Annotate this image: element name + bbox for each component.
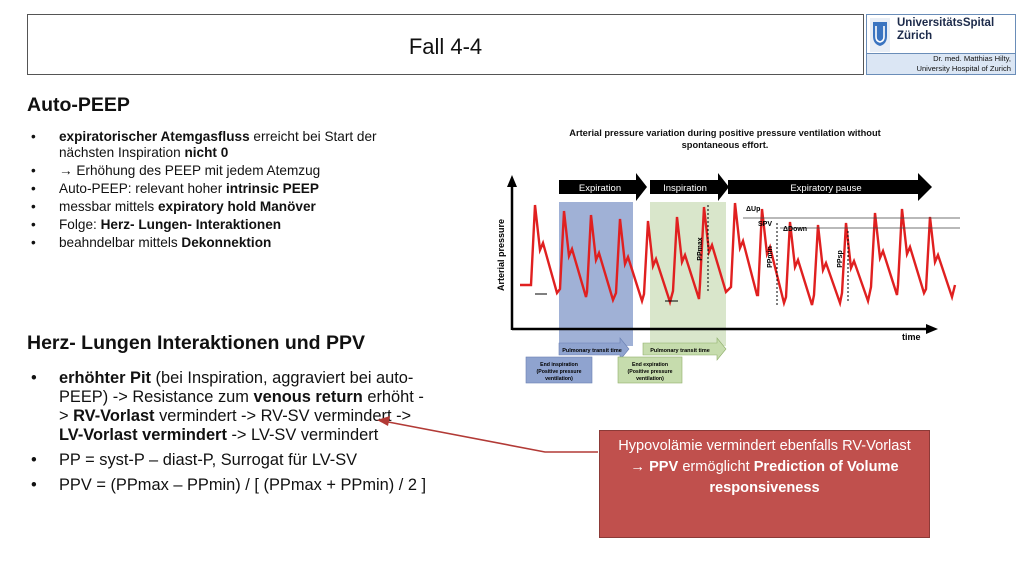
text: Auto-PEEP: relevant hoher: [59, 181, 226, 196]
ppmax-label: PPmax: [697, 237, 704, 260]
arterial-pressure-wave: [520, 202, 957, 308]
bullet-item: Folge: Herz- Lungen- Interaktionen: [27, 217, 427, 233]
y-axis-label: Arterial pressure: [496, 219, 506, 291]
figure-title: Arterial pressure variation during posit…: [490, 127, 960, 151]
y-axis-arrow-icon: [507, 175, 517, 187]
expiratory-pause-arrow: [728, 173, 932, 201]
ppsp-label: PPsp: [837, 250, 844, 268]
slide-header-box: Fall 4-4: [27, 14, 864, 75]
callout-ppv: PPV: [649, 459, 679, 475]
end-expiration-box: [617, 356, 683, 384]
inspiration-label: Inspiration: [663, 183, 707, 194]
text: PPV = (PPmax – PPmin) / [ (PPmax + PPmin…: [59, 476, 427, 494]
bullet-item: PP = syst-P – diast-P, Surrogat für LV-S…: [27, 451, 427, 470]
logo-name-line1: UniversitätsSpital: [897, 17, 995, 29]
text: vermindert -> RV-SV vermindert ->: [154, 407, 412, 425]
slide-title: Fall 4-4: [408, 34, 483, 59]
footer-author: Dr. med. Matthias Hilty,: [933, 54, 1011, 63]
figure-svg: Arterial pressure time Expiration Inspir…: [496, 173, 960, 384]
expiration-band: [559, 202, 633, 346]
figure-title-line1: Arterial pressure variation during posit…: [569, 128, 881, 138]
expiratory-pause-label: Expiratory pause: [790, 183, 861, 194]
end-expiration-line2: (Positive pressure: [628, 369, 673, 375]
callout-mid: ermöglicht: [678, 459, 754, 475]
text: → Erhöhung des PEEP mit jedem Atemzug: [59, 163, 321, 178]
transit-label-1: Pulmonary transit time: [562, 348, 622, 354]
end-inspiration-box: [525, 356, 593, 384]
heading-auto-peep: Auto-PEEP: [27, 94, 130, 116]
callout-arrow-text: →: [630, 459, 650, 475]
logo-name-line2: Zürich: [897, 30, 933, 42]
end-expiration-line3: ventilation): [636, 376, 664, 382]
text: (bei Inspiration, aggraviert bei auto-PE…: [59, 369, 414, 406]
callout-prediction: Prediction of Volume responsiveness: [709, 459, 899, 496]
arterial-pressure-figure: Arterial pressure variation during posit…: [490, 125, 960, 390]
bullet-item: PPV = (PPmax – PPmin) / [ (PPmax + PPmin…: [27, 476, 427, 495]
inspiration-band: [650, 202, 726, 346]
bold-text: expiratorischer Atemgasfluss: [59, 129, 250, 144]
usz-shield-icon: [870, 18, 890, 52]
figure-title-line2: spontaneous effort.: [681, 140, 769, 150]
text: erreicht bei Start der nächsten Inspirat…: [59, 129, 377, 160]
bold-text: LV-Vorlast vermindert: [59, 426, 227, 444]
text: PP = syst-P – diast-P, Surrogat für LV-S…: [59, 451, 358, 469]
bold-text: expiratory hold Manöver: [157, 199, 316, 214]
text: -> LV-SV vermindert: [226, 426, 379, 444]
inspiration-arrow: [650, 173, 729, 201]
bold-text: erhöhter Pit: [59, 369, 151, 387]
x-axis-label: time: [902, 332, 921, 342]
bullet-item: beahndelbar mittels Dekonnektion: [27, 235, 427, 251]
bold-text: Dekonnektion: [181, 235, 272, 250]
text: messbar mittels: [59, 199, 158, 214]
bold-text: nicht 0: [184, 145, 229, 160]
bullet-item: erhöhter Pit (bei Inspiration, aggravier…: [27, 369, 427, 445]
bold-text: intrinsic PEEP: [226, 181, 319, 196]
expiration-label: Expiration: [579, 183, 621, 194]
spv-label: SPV: [758, 221, 772, 228]
end-inspiration-line2: (Positive pressure: [537, 369, 582, 375]
text: beahndelbar mittels: [59, 235, 182, 250]
transit-label-2: Pulmonary transit time: [650, 348, 710, 354]
footer-institution: University Hospital of Zurich: [916, 63, 1011, 73]
delta-up-label: ΔUp: [746, 206, 760, 213]
transit-arrow-1: [558, 337, 630, 361]
herz-lungen-list: erhöhter Pit (bei Inspiration, aggravier…: [27, 369, 427, 501]
bullet-item: messbar mittels expiratory hold Manöver: [27, 199, 427, 215]
transit-arrow-2: [642, 337, 727, 361]
hypovolemia-callout: Hypovolämie vermindert ebenfalls RV-Vorl…: [599, 430, 930, 538]
end-expiration-line1: End expiration: [632, 362, 668, 368]
x-axis-arrow-icon: [926, 324, 938, 334]
callout-line2: → PPV ermöglicht Prediction of Volume re…: [610, 457, 919, 499]
logo-name: UniversitätsSpital Zürich: [897, 17, 994, 43]
bold-text: RV-Vorlast: [73, 407, 155, 425]
text: Folge:: [59, 217, 101, 232]
bullet-item: expiratorischer Atemgasfluss erreicht be…: [27, 129, 427, 161]
usz-logo: UniversitätsSpital Zürich Dr. med. Matth…: [866, 14, 1016, 75]
bold-text: Herz- Lungen- Interaktionen: [100, 217, 282, 232]
end-inspiration-line1: End inspiration: [540, 362, 578, 368]
ppmin-label: PPmin: [767, 246, 774, 268]
expiration-arrow: [559, 173, 647, 201]
callout-line1: Hypovolämie vermindert ebenfalls RV-Vorl…: [618, 438, 911, 454]
heading-herz-lungen: Herz- Lungen Interaktionen und PPV: [27, 332, 366, 354]
bullet-item: → Erhöhung des PEEP mit jedem Atemzug: [27, 163, 427, 179]
delta-down-label: ΔDown: [783, 226, 807, 233]
auto-peep-list: expiratorischer Atemgasfluss erreicht be…: [27, 129, 427, 253]
bold-text: venous return: [253, 388, 363, 406]
logo-footer: Dr. med. Matthias Hilty, University Hosp…: [867, 53, 1015, 74]
bullet-item: Auto-PEEP: relevant hoher intrinsic PEEP: [27, 181, 427, 197]
text: erhöht ->: [59, 388, 424, 425]
end-inspiration-line3: ventilation): [545, 376, 573, 382]
